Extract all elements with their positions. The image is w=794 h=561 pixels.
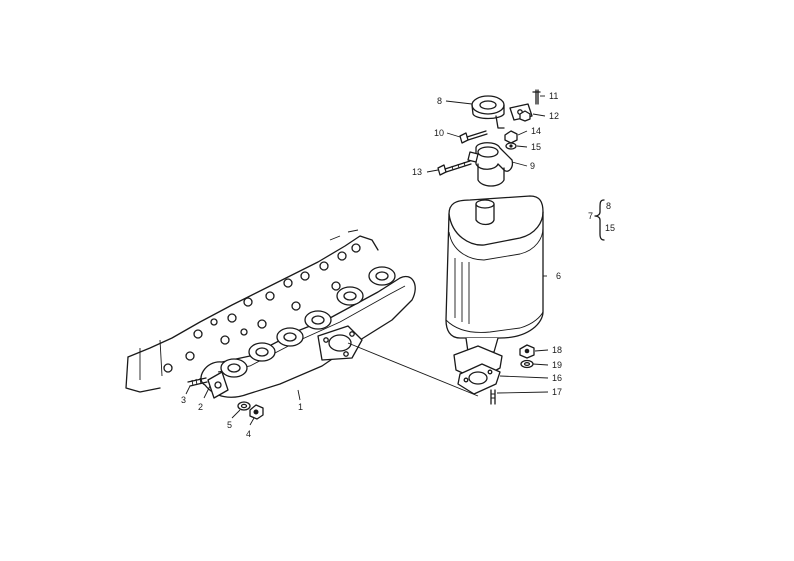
manifold-outlet-flange [317, 325, 363, 361]
manifold-gasket [207, 371, 229, 399]
set-label: 7 [588, 211, 593, 221]
callout-washer: 5 [227, 420, 232, 430]
callout-bolt-upper: 10 [434, 128, 444, 138]
callout-stud: 3 [181, 395, 186, 405]
hanger-washer-mid [505, 142, 517, 150]
head-bolt-holes [163, 243, 361, 373]
clamp-bolt [437, 160, 472, 176]
callout-flange-stud: 17 [552, 387, 562, 397]
callout-pin: 11 [549, 91, 558, 101]
callout-manifold: 1 [298, 402, 303, 412]
callout-hanger-washer: 15 [531, 142, 541, 152]
callout-hanger-nut: 14 [531, 126, 541, 136]
callout-flange-nut: 18 [552, 345, 562, 355]
callout-labels: 1 2 3 4 5 6 8 9 10 11 12 13 14 15 16 17 … [181, 91, 615, 439]
callout-bracket: 12 [549, 111, 559, 121]
callout-muffler: 6 [556, 271, 561, 281]
set-from: 8 [606, 201, 611, 211]
exhaust-manifold [200, 266, 416, 398]
callout-leaders [185, 95, 549, 426]
callout-clamp: 9 [530, 161, 535, 171]
callout-nut: 4 [246, 429, 251, 439]
callout-flange-washer: 19 [552, 360, 562, 370]
hanger-bolt-upper [459, 130, 488, 144]
assembly-center-line [347, 342, 479, 397]
cylinder-head [125, 229, 379, 393]
hanger-nut-top [519, 110, 531, 122]
stud-washer [237, 401, 251, 411]
stud-nut [249, 404, 264, 420]
set-bracket-brace [594, 199, 605, 241]
muffler-hanger-ring [471, 95, 505, 129]
muffler [445, 195, 544, 353]
set-to: 15 [605, 223, 615, 233]
flange-stud [490, 389, 496, 405]
manifold-stud [187, 377, 208, 387]
callout-gasket: 2 [198, 402, 203, 412]
flange-washer [520, 359, 534, 369]
manifold-ports [220, 266, 396, 378]
callout-clamp-bolt: 13 [412, 167, 422, 177]
callout-flange-gasket: 16 [552, 373, 562, 383]
flange-nut [519, 344, 535, 359]
hanger-pin [532, 89, 541, 105]
hanger-nut-mid [504, 130, 518, 144]
callout-hanger-ring: 8 [437, 96, 442, 106]
muffler-clamp [467, 142, 514, 187]
muffler-flange-gasket [453, 345, 503, 395]
